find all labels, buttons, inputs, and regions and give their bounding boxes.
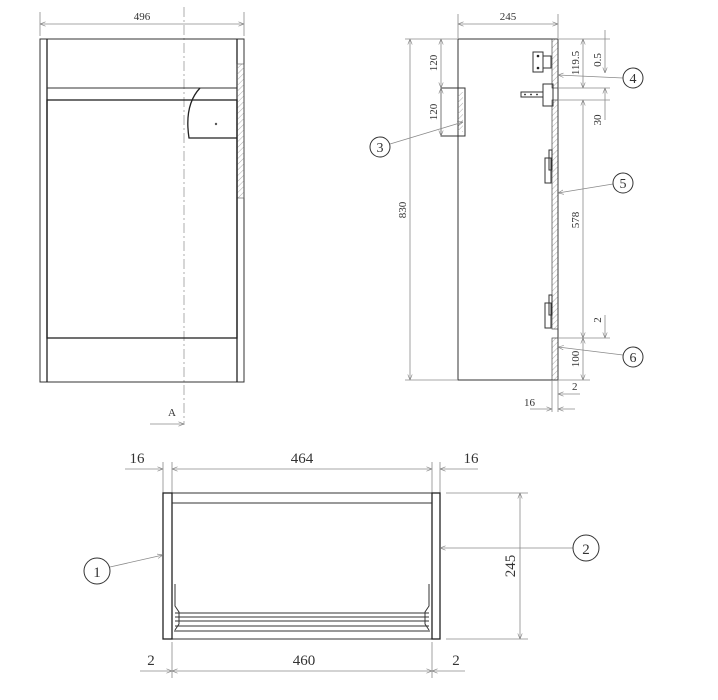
dim-30: 30: [592, 114, 604, 126]
callout-6: [622, 346, 644, 368]
dim-119-5: 119.5: [570, 50, 582, 75]
top-hinge: [532, 51, 552, 73]
side-view: 245 830: [369, 11, 644, 412]
dim-100: 100: [570, 350, 582, 367]
door-section: [551, 99, 559, 330]
dim-2-gap: 2: [592, 317, 604, 323]
handle-cutout: [187, 87, 237, 139]
callout-2: [572, 534, 600, 562]
section-label: A: [168, 407, 176, 419]
dim-120-second: 120: [428, 103, 440, 120]
hatched-section: [236, 63, 245, 199]
dim-464: 464: [291, 451, 314, 467]
callout-1: [83, 557, 111, 585]
depth-label: 245: [500, 11, 517, 23]
dim-120-top: 120: [428, 54, 440, 71]
callout-2-label: 2: [582, 542, 590, 558]
dim-16: 16: [524, 397, 536, 409]
callout-3: [369, 136, 391, 158]
dim-578: 578: [570, 211, 582, 228]
dim-2-bottom: 2: [572, 381, 578, 393]
callout-1-label: 1: [93, 565, 101, 581]
callout-5: [612, 172, 634, 194]
door-hinge-upper: [544, 149, 553, 184]
callout-6-label: 6: [630, 351, 637, 366]
right-side-panel: [431, 492, 441, 640]
callout-3-label: 3: [377, 141, 384, 156]
height-label: 830: [397, 201, 409, 218]
dim-16-left: 16: [130, 451, 146, 467]
drawer-front: [174, 584, 430, 632]
top-view: 16 464 16 245 2 460 2 1 2: [83, 451, 600, 678]
dim-0-5: 0.5: [592, 53, 604, 67]
front-view: 496 A: [39, 7, 245, 425]
door-panel: [46, 99, 238, 339]
dim-16-right: 16: [464, 451, 480, 467]
dim-245: 245: [503, 555, 519, 578]
callout-5-label: 5: [620, 177, 627, 192]
callout-4: [622, 67, 644, 89]
door-hinge-lower: [544, 294, 553, 329]
dim-2-right: 2: [452, 653, 460, 669]
dim-460: 460: [293, 653, 316, 669]
width-label: 496: [134, 11, 151, 23]
callout-4-label: 4: [630, 72, 637, 87]
handle-bracket: [520, 83, 554, 107]
left-side-panel: [162, 492, 173, 640]
cabinet-outline: [39, 38, 245, 383]
dim-2-left: 2: [147, 653, 155, 669]
